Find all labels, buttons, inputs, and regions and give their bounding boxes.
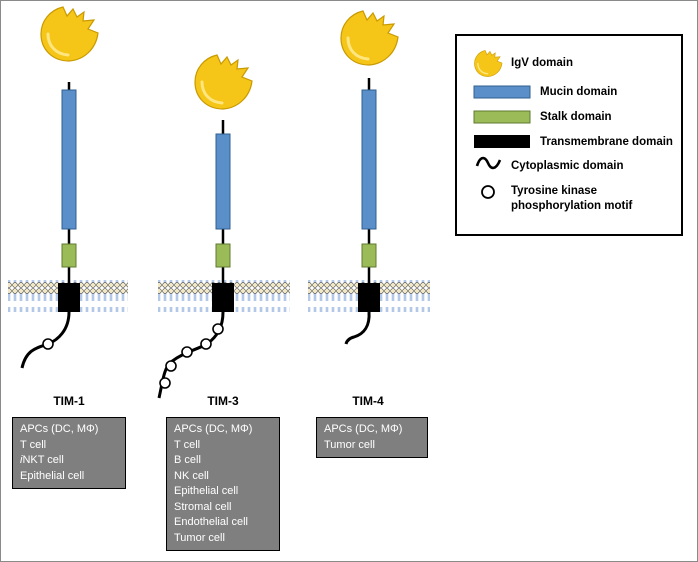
tim-4-cell-list: APCs (DC, MΦ) Tumor cell bbox=[316, 417, 428, 458]
motif-icon bbox=[481, 185, 495, 199]
cell-type: iNKT cell bbox=[20, 453, 119, 469]
cell-type: Tumor cell bbox=[324, 438, 375, 451]
mucin-icon bbox=[473, 85, 531, 99]
cell-type: B cell bbox=[174, 454, 201, 466]
cytoplasmic-icon bbox=[475, 156, 502, 170]
tim-1-igv-domain bbox=[39, 5, 100, 63]
tim-1-label: TIM-1 bbox=[53, 394, 85, 408]
cell-type-italic: i bbox=[20, 454, 23, 466]
tim-4-molecule bbox=[308, 9, 430, 345]
legend: IgV domain Mucin domain Stalk domain Tra… bbox=[455, 34, 683, 236]
cell-type: T cell bbox=[174, 438, 201, 451]
tim-3-phospho-motif bbox=[159, 377, 171, 389]
tim-3-stalk-domain bbox=[215, 243, 231, 268]
tim-4-transmembrane-domain bbox=[358, 283, 380, 312]
tim-3-label: TIM-3 bbox=[207, 394, 239, 408]
stalk-icon bbox=[473, 110, 531, 124]
tim-3-phospho-motif bbox=[181, 346, 193, 358]
tim-4-stalk-domain bbox=[361, 243, 377, 268]
tim-1-phospho-motif bbox=[42, 338, 54, 350]
cell-type: Epithelial cell bbox=[174, 485, 239, 497]
cell-type: APCs (DC, MΦ) bbox=[324, 423, 403, 435]
tim-3-phospho-motif bbox=[200, 338, 212, 350]
cell-type: Tumor cell bbox=[174, 531, 225, 544]
cell-type: APCs (DC, MΦ) bbox=[20, 423, 99, 435]
cell-type: APCs (DC, MΦ) bbox=[174, 423, 253, 435]
tim-1-mucin-domain bbox=[61, 89, 77, 230]
tim-1-cell-list: APCs (DC, MΦ) T cell iNKT cell Epithelia… bbox=[12, 417, 126, 489]
tim-3-molecule bbox=[157, 53, 290, 399]
tim-1-stalk-domain bbox=[61, 243, 77, 268]
cell-type: Stromal cell bbox=[174, 500, 232, 513]
igv-icon bbox=[473, 49, 503, 78]
tim-3-igv-domain bbox=[193, 53, 254, 111]
tim-3-cell-list: APCs (DC, MΦ) T cell B cell NK cell Epit… bbox=[166, 417, 280, 551]
cell-type: NK cell bbox=[174, 469, 209, 482]
tim-4-mucin-domain bbox=[361, 89, 377, 230]
tim-4-cytoplasmic-domain bbox=[344, 311, 371, 345]
tim-3-transmembrane-domain bbox=[212, 283, 234, 312]
tim-3-phospho-motif bbox=[165, 360, 177, 372]
tim-3-phospho-motif bbox=[212, 323, 224, 335]
cell-type: Endothelial cell bbox=[174, 516, 248, 528]
transmembrane-icon bbox=[474, 135, 530, 148]
cell-type-rest: NKT cell bbox=[22, 454, 64, 466]
legend-symbols bbox=[473, 49, 531, 199]
tim-1-molecule bbox=[8, 5, 128, 369]
tim-4-label: TIM-4 bbox=[352, 394, 384, 408]
tim-3-mucin-domain bbox=[215, 133, 231, 230]
tim-4-igv-domain bbox=[339, 9, 400, 67]
cell-type: T cell bbox=[20, 438, 47, 451]
tim-1-transmembrane-domain bbox=[58, 283, 80, 312]
cell-type: Epithelial cell bbox=[20, 469, 85, 482]
